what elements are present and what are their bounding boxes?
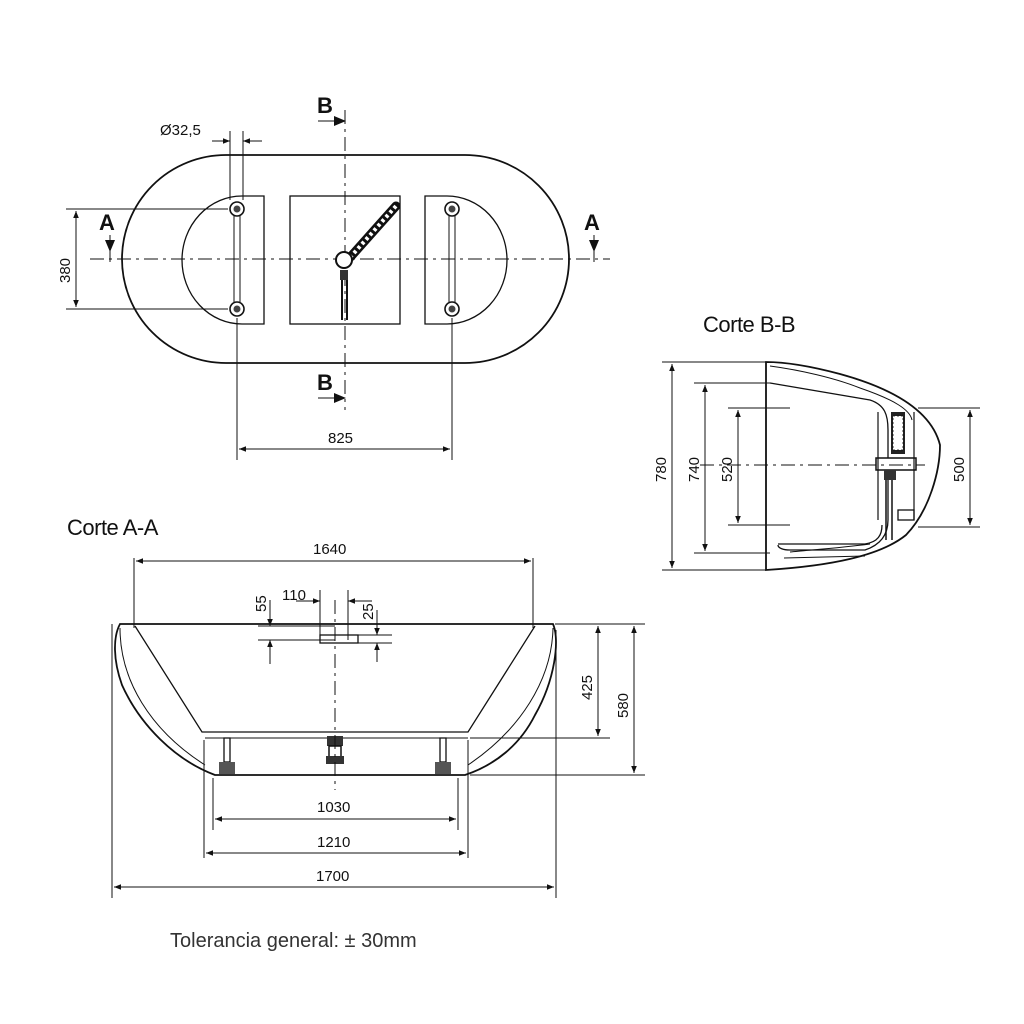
right-panel-outline [424,195,508,325]
tolerance-note: Tolerancia general: ± 30mm [170,930,417,952]
dim-25-label: 25 [360,603,377,620]
section-aa-shell [114,623,557,776]
section-bb-title: Corte B-B [703,312,795,337]
section-a-label-left: A [99,210,115,235]
dim-110-label: 110 [282,587,306,604]
mounting-hole-icon [444,201,460,217]
dim-425-label: 425 [579,675,596,700]
mounting-hole-icon [229,301,245,317]
tub-foot-icon [435,737,451,774]
dim-580-label: 580 [615,693,632,718]
section-bb-shell [765,361,941,571]
dim-1030-label: 1030 [317,799,350,816]
dim-825-label: 825 [328,430,353,447]
section-aa-title: Corte A-A [67,515,159,540]
section-aa-view: Corte A-A 1640 [67,515,645,898]
overflow-icon [319,634,359,644]
dim-55-label: 55 [253,595,270,612]
dim-diameter-label: Ø32,5 [160,122,201,139]
mounting-hole-icon [444,301,460,317]
dim-1640-label: 1640 [313,541,346,558]
hand-shower-icon [335,201,401,320]
section-a-label-right: A [584,210,600,235]
dim-740-label: 740 [686,457,703,482]
left-panel-outline [181,195,265,325]
dim-1700-label: 1700 [316,868,349,885]
top-view: A A B B Ø32,5 380 825 [57,93,610,460]
section-b-label-top: B [317,93,333,118]
dim-780-label: 780 [653,457,670,482]
mounting-hole-icon [229,201,245,217]
section-bb-view: Corte B-B 780 [653,312,980,571]
dim-500-label: 500 [951,457,968,482]
dim-520-label: 520 [719,457,736,482]
center-panel-outline [289,195,401,325]
dim-1210-label: 1210 [317,834,350,851]
section-b-label-bottom: B [317,370,333,395]
dim-380-label: 380 [57,258,74,283]
tub-foot-icon [219,737,235,774]
mixer-column-icon [875,412,917,540]
